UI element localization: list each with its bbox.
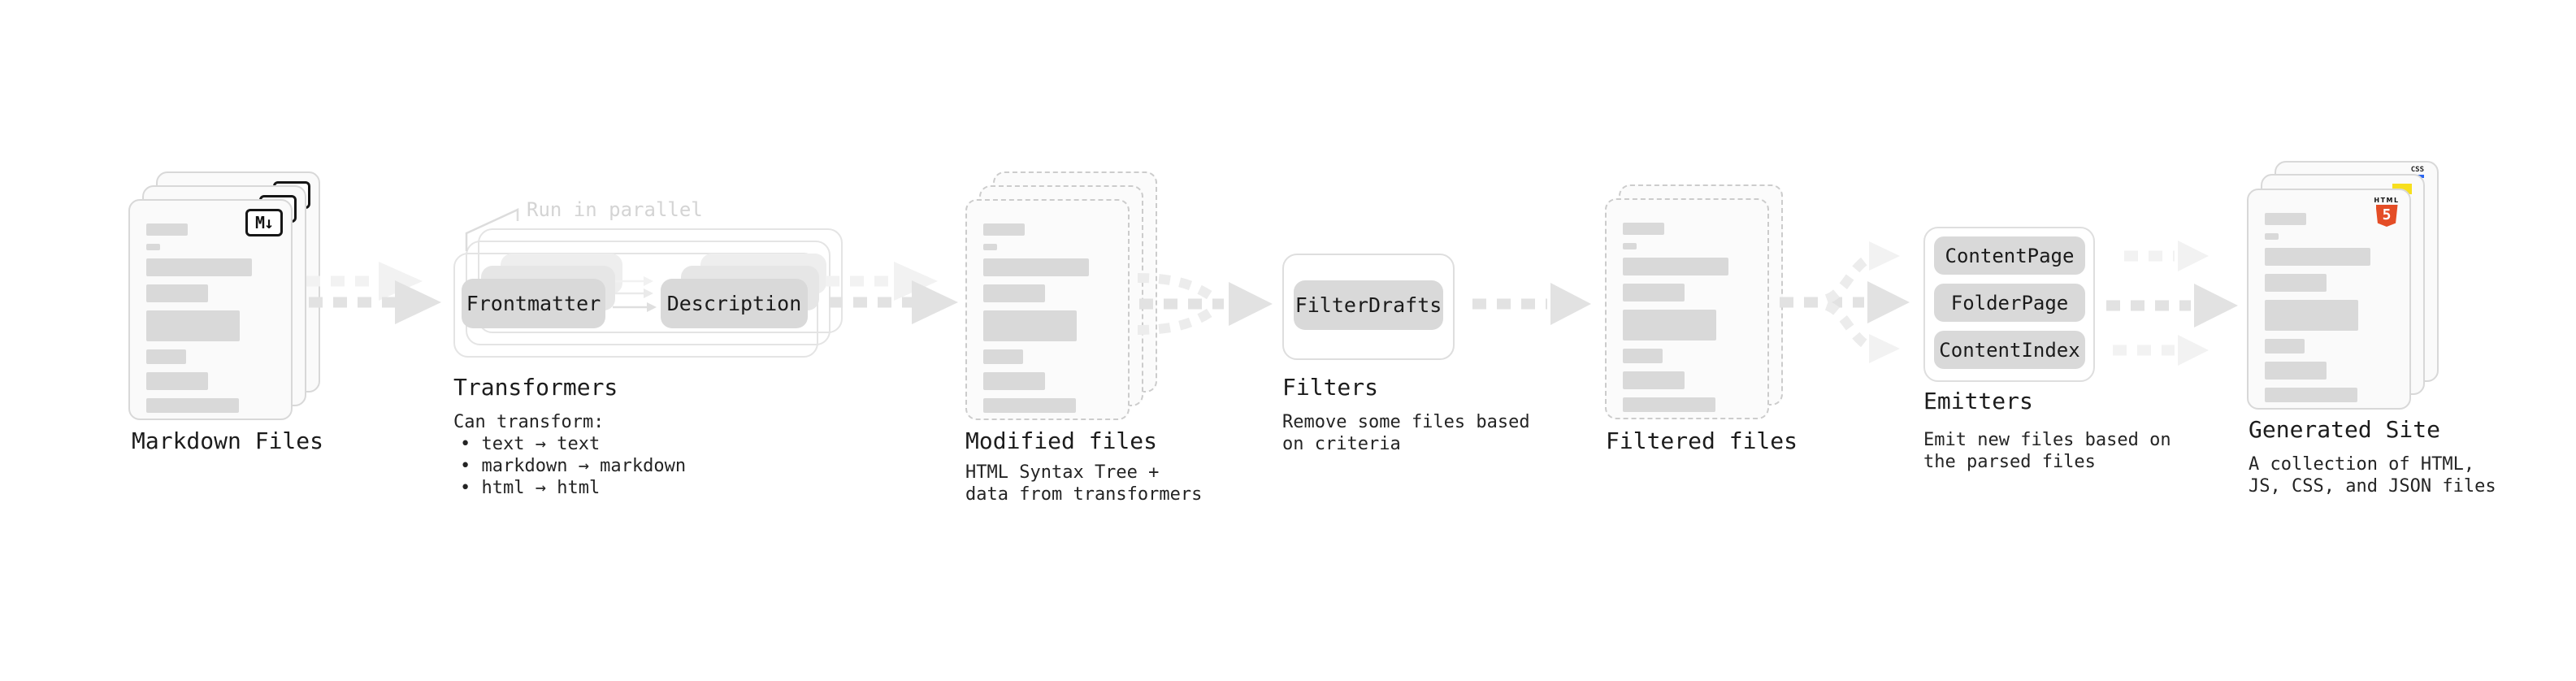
file-content-placeholder [1623,223,1751,412]
stage-label-filtered-files: Filtered files [1606,427,1798,454]
contentindex-node: ContentIndex [1934,331,2085,369]
arrow-transformers-to-modified [826,262,958,324]
markdown-file-stack: M↓ M↓ M↓ [128,171,323,420]
transformer-layer [453,253,818,358]
arrow-markdown-to-transformers [306,262,441,324]
stage-desc-filters: Remove some files based on criteria [1282,412,1530,454]
generated-file-card: HTML 5 [2247,189,2411,410]
description-node: Description [661,279,808,328]
folderpage-node: FolderPage [1934,284,2085,322]
markdown-icon: M↓ [245,209,283,236]
frontmatter-node: Frontmatter [462,279,605,328]
modified-file-stack [965,171,1160,420]
file-content-placeholder [2265,213,2393,402]
stage-desc-transformers: Can transform: • text → text • markdown … [453,412,687,498]
markdown-file-card: M↓ [128,199,293,420]
stage-label-generated-site: Generated Site [2249,416,2441,443]
stage-label-transformers: Transformers [453,374,618,401]
run-in-parallel-annotation: Run in parallel [527,198,703,221]
html5-icon: HTML 5 [2374,197,2400,227]
stage-label-modified-files: Modified files [965,427,1158,454]
stage-desc-emitters: Emit new files based on the parsed files [1923,430,2171,472]
stage-label-filters: Filters [1282,374,1379,401]
stage-label-markdown-files: Markdown Files [132,427,324,454]
file-content-placeholder [983,223,1112,413]
arrow-filtered-to-emitters-split [1780,241,1910,363]
file-content-placeholder [146,223,275,413]
filtered-file-stack [1605,184,1792,428]
contentpage-node: ContentPage [1934,236,2085,275]
stage-label-emitters: Emitters [1923,388,2033,414]
filtered-file-card [1605,198,1769,419]
generated-site-stack: CSS HTML 5 [2247,161,2442,410]
stage-desc-generated-site: A collection of HTML, JS, CSS, and JSON … [2249,454,2496,497]
modified-file-card [965,199,1130,420]
arrow-emitters-to-generated [2106,241,2238,366]
arrow-filters-to-filtered [1472,283,1591,325]
filterdrafts-node: FilterDrafts [1294,280,1443,330]
stage-desc-modified-files: HTML Syntax Tree + data from transformer… [965,462,1203,505]
